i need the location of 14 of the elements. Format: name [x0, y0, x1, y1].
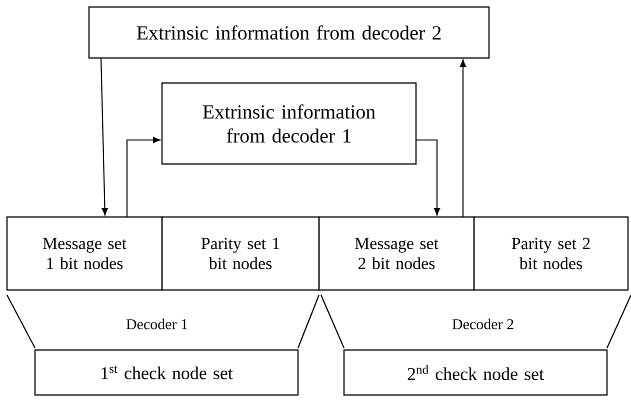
arrow: [460, 60, 466, 217]
decoder-label: Decoder 1: [126, 318, 188, 330]
bit-node-cell: Parity set 1 bit nodes: [161, 216, 320, 291]
check-node-box: 2$^{nd}$ check node set: [343, 349, 608, 396]
bit-node-cell: Message set 1 bit nodes: [6, 216, 163, 291]
arrow: [100, 58, 108, 216]
info-box: Extrinsic information from decoder 1: [161, 82, 417, 165]
decoder-label: Decoder 2: [452, 318, 514, 330]
bit-node-cell: Parity set 2 bit nodes: [473, 216, 629, 291]
info-box: Extrinsic information from decoder 2: [88, 6, 490, 59]
bit-node-cell: Message set 2 bit nodes: [318, 216, 475, 291]
arrow: [126, 136, 160, 217]
check-node-box: 1$^{st}$ check node set: [34, 349, 299, 396]
arrow: [416, 139, 440, 216]
